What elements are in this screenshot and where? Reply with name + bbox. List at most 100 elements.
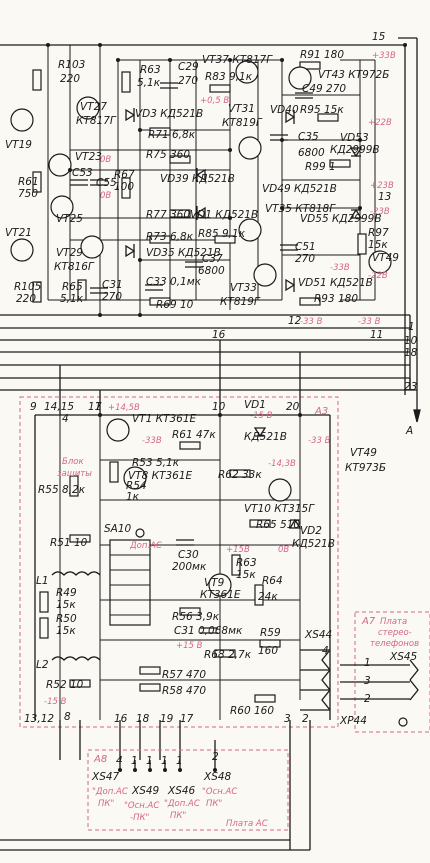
label-r53: R53 5,1к xyxy=(132,457,180,469)
label-xs48: XS48 xyxy=(203,771,232,783)
label-r61b: R61 47к xyxy=(172,429,216,441)
label-vt49-small: VT49 xyxy=(372,252,399,264)
label-r51: R51 10 xyxy=(50,537,88,549)
label-vt1: VT1 КТ361Е xyxy=(132,413,197,425)
label-kd521: КД521В xyxy=(244,431,287,443)
label-vt49-type: КТ973Б xyxy=(345,462,386,474)
capacitor-c31 xyxy=(90,287,108,294)
label-jack-1: 1 xyxy=(364,657,371,669)
diode-vd35 xyxy=(125,244,136,258)
label-plata-3: телефонов xyxy=(370,639,419,649)
label-r65: R65 xyxy=(62,281,83,293)
label-r93: R93 180 xyxy=(314,293,358,305)
resistor-r59 xyxy=(259,639,281,648)
connector-xs44 xyxy=(321,649,331,711)
label-vt31: VT31 xyxy=(228,103,255,115)
label-r50-value: 15к xyxy=(56,625,76,637)
resistor-r95 xyxy=(317,113,339,122)
label-r85: R85 9,1к xyxy=(198,228,246,240)
label-plata-as: Плата АС xyxy=(226,819,268,829)
label-vt9: VT9 xyxy=(204,577,225,589)
label-vd1b: VD1 xyxy=(244,399,266,411)
resistor-r75 xyxy=(169,155,191,164)
label-r65-value: 5,1к xyxy=(60,293,84,305)
resistor-r85 xyxy=(214,235,236,244)
label-minus33b: -33В xyxy=(330,263,350,273)
resistor-r54 xyxy=(109,461,119,483)
label-plus145: +14,5В xyxy=(108,403,140,413)
label-pin-1b: 1 xyxy=(146,755,153,767)
label-vt33-type: КТ819Г xyxy=(220,296,261,308)
transistor-vt37 xyxy=(235,60,259,84)
label-vt37: VT37 КТ817Г xyxy=(202,54,273,66)
label-node-18: 18 xyxy=(404,347,418,359)
label-pin-1a: 1 xyxy=(131,755,138,767)
label-r57: R57 470 xyxy=(162,669,206,681)
label-c51: C51 xyxy=(295,241,316,253)
resistor-r56 xyxy=(179,607,201,616)
capacitor-c49 xyxy=(295,92,313,99)
label-osnas1b: -ПК" xyxy=(130,813,149,823)
label-node-2: 2 xyxy=(302,713,309,725)
label-vt29-type: КТ816Г xyxy=(54,261,95,273)
transistor-vt33 xyxy=(253,263,277,287)
label-c55: C55 xyxy=(96,177,117,189)
label-c30: C30 xyxy=(178,549,199,561)
label-node-1: 1 xyxy=(408,321,415,333)
resistor-r91 xyxy=(299,61,321,70)
label-vt49: VT49 xyxy=(350,447,377,459)
label-c31: C31 xyxy=(102,279,123,291)
inductor-l2 xyxy=(51,656,101,661)
label-plata-1: Плата xyxy=(380,617,407,627)
resistor-r63b xyxy=(231,554,241,576)
label-c30-value: 200мк xyxy=(172,561,207,573)
label-node-23: 23 xyxy=(404,381,417,393)
label-block-1: Блок xyxy=(62,457,84,467)
label-vt25: VT25 xyxy=(56,213,83,225)
label-jack-4: 4 xyxy=(322,645,329,657)
label-vd2: VD2 xyxy=(300,525,322,537)
resistor-r57 xyxy=(139,666,161,675)
diode-vd51 xyxy=(285,278,296,292)
label-pin-1c: 1 xyxy=(161,755,168,767)
label-vt21: VT21 xyxy=(5,227,32,239)
label-r67: R67 xyxy=(114,169,135,181)
label-block-2: защиты xyxy=(57,469,92,479)
label-vt33: VT33 xyxy=(230,282,257,294)
transistor-vt49-top xyxy=(368,250,392,274)
label-r63b: R63 xyxy=(236,557,257,569)
label-minus22: -22В xyxy=(368,271,388,281)
label-vd53-type: КД2999В xyxy=(330,144,380,156)
label-minus15b: -15 В xyxy=(44,697,67,707)
resistor-r68 xyxy=(214,649,236,658)
label-r60: R60 160 xyxy=(230,705,274,717)
label-r99: R99 1 xyxy=(305,161,336,173)
label-r105-value: 220 xyxy=(16,293,36,305)
inductor-l1 xyxy=(51,571,101,576)
stereo-phones-board-outline xyxy=(354,611,430,733)
label-vt27-type: КТ817Г xyxy=(76,115,117,127)
label-node-15: 15 xyxy=(372,31,386,43)
diode-vd53 xyxy=(349,147,363,158)
resistor-r83 xyxy=(209,84,231,93)
label-r68: R68 2,7к xyxy=(204,649,252,661)
capacitor-c35 xyxy=(270,134,288,141)
label-minus15: -15 В xyxy=(250,411,273,421)
label-r69: R69 10 xyxy=(156,299,194,311)
label-vd3: VD3 КД521В xyxy=(135,108,203,120)
label-r61-value: 750 xyxy=(18,188,38,200)
label-dop-as: Доп.АС xyxy=(129,541,162,551)
label-a8: А8 xyxy=(93,754,107,765)
label-plus05: +0,5 В xyxy=(200,96,229,106)
label-minus23: -23В xyxy=(370,207,390,217)
resistor-r105 xyxy=(32,281,42,303)
label-vt35: VT35 КТ818Г xyxy=(265,203,336,215)
label-r77: R77 360 xyxy=(146,209,190,221)
label-r97-value: 15к xyxy=(368,239,388,251)
label-vd55: VD55 КД2999В xyxy=(300,213,382,225)
label-plus15b: +15 В xyxy=(176,641,203,651)
transistor-vt23 xyxy=(48,153,72,177)
resistor-r71 xyxy=(149,127,171,136)
capacitor-c30 xyxy=(176,539,194,546)
diode-vd39 xyxy=(195,168,206,182)
